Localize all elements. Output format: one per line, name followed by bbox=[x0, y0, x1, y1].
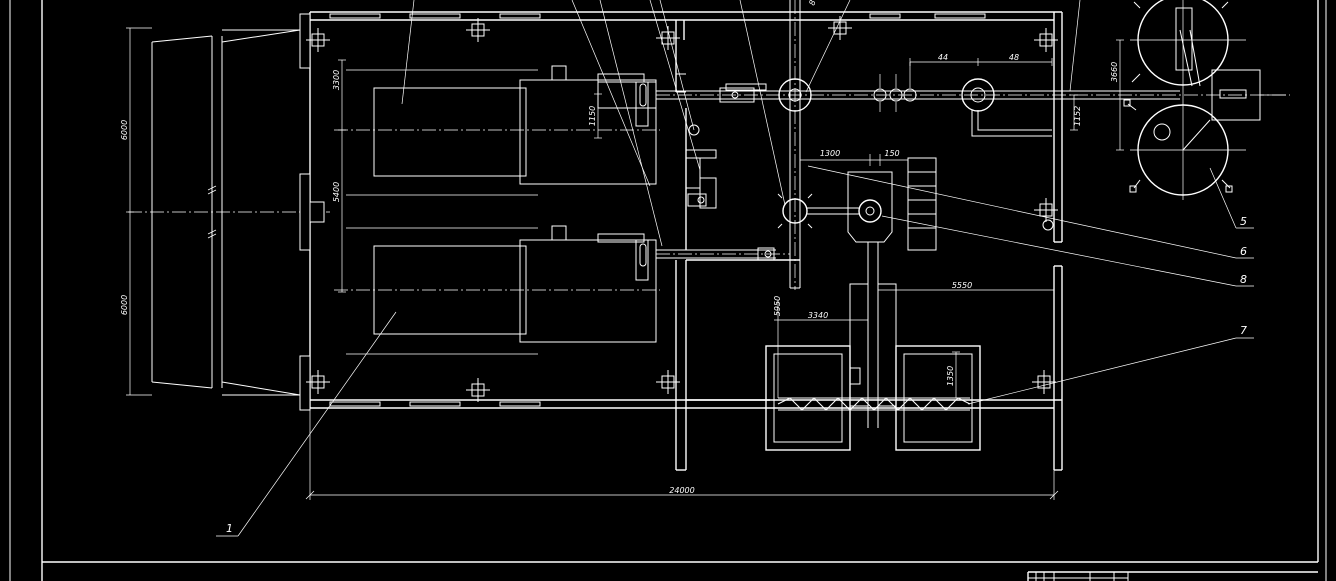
loading-ramp bbox=[128, 29, 330, 396]
callout-1: 1 bbox=[226, 522, 233, 535]
dim-3340: 3340 bbox=[808, 311, 828, 320]
svg-text:8: 8 bbox=[807, 0, 817, 7]
dim-24000: 24000 bbox=[669, 486, 694, 495]
structural-columns bbox=[306, 16, 1058, 402]
dim-6000-bottom: 6000 bbox=[120, 295, 129, 315]
dim-1300: 1300 bbox=[820, 149, 840, 158]
dim-1350: 1350 bbox=[946, 366, 955, 386]
dimension-inner: 3300 5400 1150 bbox=[332, 59, 602, 293]
callout-5: 5 bbox=[1240, 215, 1247, 228]
dim-1150: 1150 bbox=[588, 106, 597, 126]
callout-8: 8 bbox=[1240, 273, 1247, 286]
title-block bbox=[1027, 571, 1318, 581]
machine-lower bbox=[334, 225, 660, 355]
dimension-overall: 24000 bbox=[305, 408, 1059, 500]
tank-equipment-right: 44 48 1152 3660 bbox=[909, 0, 1286, 200]
building-walls bbox=[299, 11, 1063, 471]
dim-44: 44 bbox=[938, 53, 948, 62]
sheet-frame bbox=[9, 0, 1327, 581]
dim-5550: 5550 bbox=[952, 281, 972, 290]
dim-5400: 5400 bbox=[332, 182, 341, 202]
dimension-left: 6000 6000 bbox=[120, 27, 152, 396]
dim-5950: 5950 bbox=[773, 296, 782, 316]
callout-6: 6 bbox=[1240, 245, 1247, 258]
dim-1152: 1152 bbox=[1073, 106, 1082, 126]
dim-3300: 3300 bbox=[332, 70, 341, 90]
pipelines bbox=[656, 0, 1290, 290]
dim-48: 48 bbox=[1009, 53, 1019, 62]
dim-6000-top: 6000 bbox=[120, 120, 129, 140]
pits-bottom: 5950 3340 5550 1350 bbox=[765, 281, 1054, 451]
callout-7: 7 bbox=[1240, 324, 1247, 337]
dim-150: 150 bbox=[884, 149, 899, 158]
machine-upper bbox=[334, 65, 660, 196]
dim-3660: 3660 bbox=[1110, 62, 1119, 82]
leader-lines: 8 1 5 6 8 7 bbox=[216, 0, 1254, 537]
